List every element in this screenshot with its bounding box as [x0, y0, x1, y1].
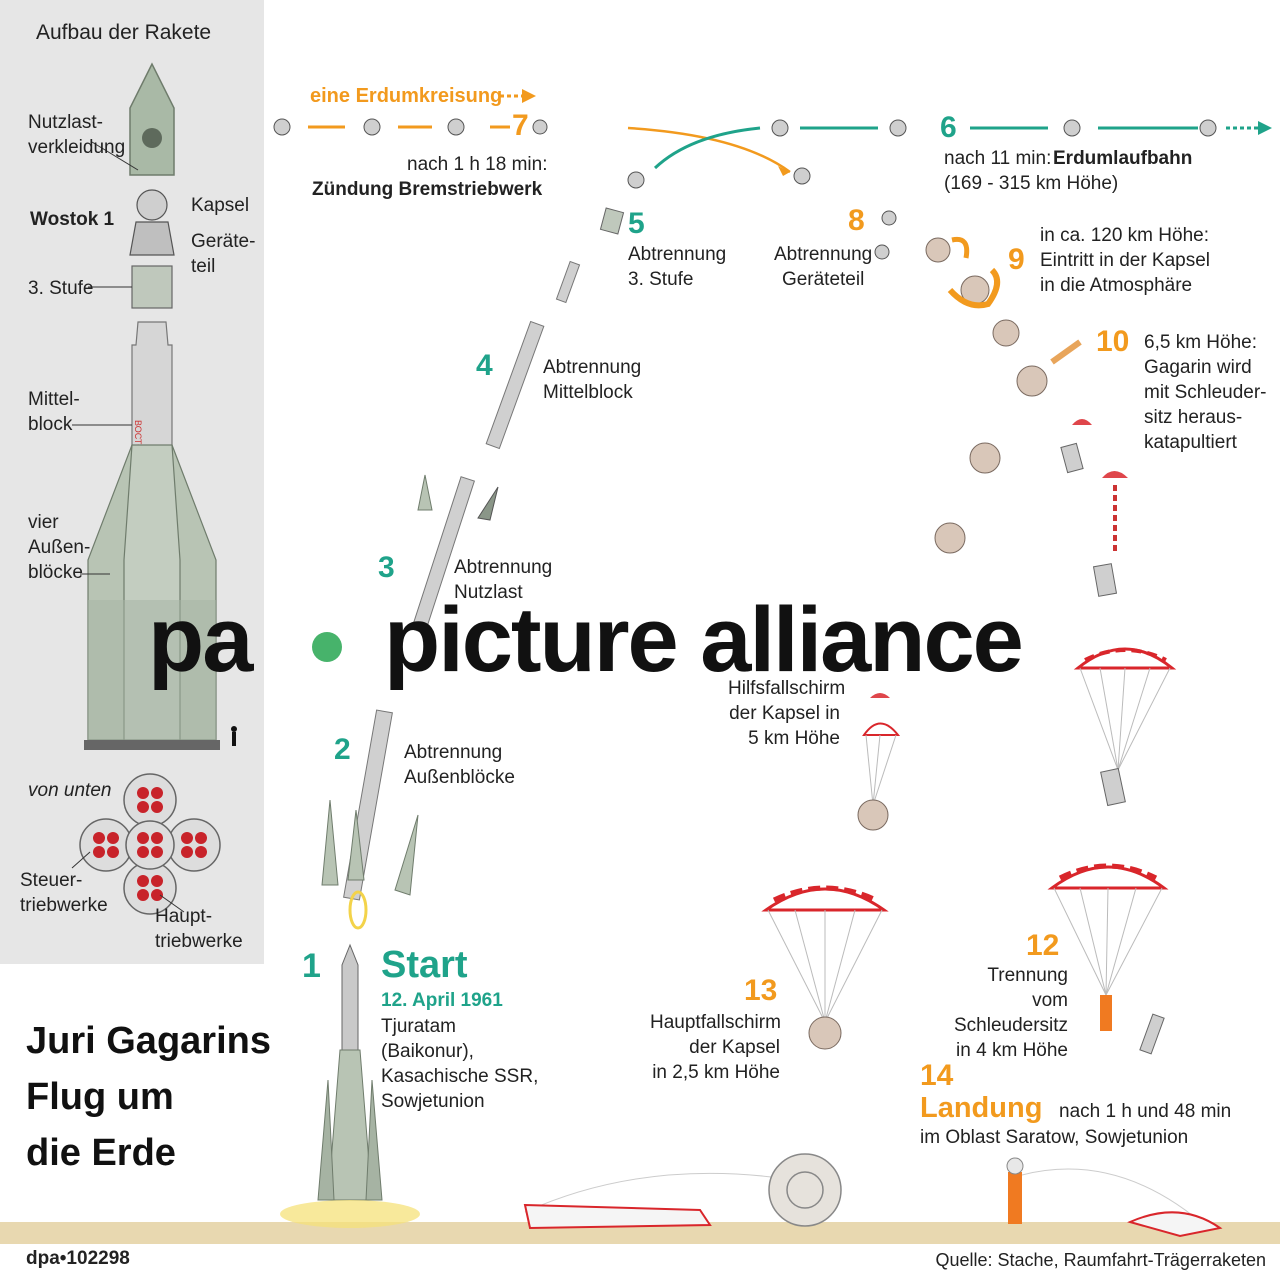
main-chute-capsule [761, 885, 889, 1050]
footer-source: Quelle: Stache, Raumfahrt-Trägerraketen [935, 1250, 1267, 1270]
orbit-path-teal [653, 121, 1272, 170]
label-geraeteteil: Geräte- teil [191, 231, 256, 277]
landed-cosmonaut [1006, 1157, 1223, 1238]
ejection-seat-parachutes [1060, 419, 1128, 597]
step-number-9: 9 [1008, 243, 1025, 276]
drogue-chute-capsule [857, 693, 901, 831]
label-von-unten: von unten [28, 780, 112, 801]
rocket-diagram: ВОСТОК [72, 62, 237, 750]
stage2-rockets [321, 709, 419, 930]
label-mittelblock: Mittel- block [28, 389, 80, 435]
label-wostok: Wostok 1 [30, 209, 115, 230]
launch-rocket [280, 943, 420, 1228]
step-6-text-c: (169 - 315 km Höhe) [944, 173, 1119, 194]
step-number-14: 14 [920, 1059, 954, 1092]
step-8-text: Abtrennung Geräteteil [774, 244, 873, 290]
step-14-text-b: im Oblast Saratow, Sowjetunion [920, 1127, 1189, 1148]
step-12-text: Trennung vom Schleudersitz in 4 km Höhe [954, 965, 1069, 1061]
watermark-pa: pa [148, 589, 253, 691]
watermark-dot [312, 632, 342, 662]
step-number-12: 12 [1026, 929, 1060, 962]
step-4-text: Abtrennung Mittelblock [543, 357, 642, 403]
large-seat-parachute [1073, 647, 1177, 807]
start-date: 12. April 1961 [381, 990, 503, 1011]
label-haupttriebwerke: Haupt- triebwerke [155, 906, 243, 952]
label-nutzlastverkleidung: Nutzlast- verkleidung [28, 112, 126, 158]
step-13-text: Hauptfallschirm der Kapsel in 2,5 km Höh… [650, 1012, 781, 1083]
step-7-text-b: Zündung Bremstriebwerk [312, 179, 543, 200]
step-6-text-b: Erdumlaufbahn [1053, 148, 1193, 169]
label-kapsel: Kapsel [191, 195, 250, 216]
step-number-4: 4 [476, 349, 493, 382]
step-number-8: 8 [848, 204, 865, 237]
stage4-rocket [485, 320, 545, 450]
step-6-text-a: nach 11 min: [944, 148, 1052, 169]
step-number-13: 13 [744, 974, 778, 1007]
label-aussenbloecke: vier Außen- blöcke [28, 512, 91, 583]
start-label: Start [381, 944, 468, 986]
rocket-bottom-view [71, 773, 221, 915]
step-number-5: 5 [628, 207, 645, 240]
orbit-path-orange [308, 89, 791, 176]
step-number-2: 2 [334, 733, 351, 766]
drogue-chute-text: Hilfsfallschirm der Kapsel in 5 km Höhe [728, 678, 846, 749]
step-number-7: 7 [512, 109, 529, 142]
label-stufe3: 3. Stufe [28, 278, 94, 299]
label-steuertriebwerke: Steuer- triebwerke [20, 870, 108, 916]
footer-id: dpa•102298 [26, 1248, 130, 1269]
step-number-3: 3 [378, 551, 395, 584]
step-14-text-a: nach 1 h und 48 min [1059, 1101, 1232, 1122]
step-9-text: in ca. 120 km Höhe: Eintritt in der Kaps… [1040, 225, 1211, 296]
step-number-1: 1 [302, 947, 321, 985]
stage3-rocket [410, 474, 499, 634]
vostok-marking: ВОСТОК [133, 420, 143, 457]
watermark-picture-alliance: picture alliance [384, 589, 1024, 691]
step-3-text: Abtrennung Nutzlast [454, 557, 553, 603]
step-10-text: 6,5 km Höhe: Gagarin wird mit Schleuder-… [1144, 332, 1267, 453]
stage5-capsule [555, 207, 625, 304]
cosmonaut-parachute [1047, 863, 1169, 1055]
orbit-label: eine Erdumkreisung [310, 85, 503, 107]
step-number-10: 10 [1096, 325, 1130, 358]
landing-label: Landung [920, 1092, 1043, 1124]
landed-capsule [523, 1153, 842, 1230]
step-5-text: Abtrennung 3. Stufe [628, 244, 727, 290]
reentry-capsules [925, 236, 1082, 554]
orbit-capsules [273, 118, 1217, 260]
ground [0, 1222, 1280, 1244]
person-scale-icon [231, 726, 237, 746]
step-number-6: 6 [940, 111, 957, 144]
step-2-text: Abtrennung Außenblöcke [404, 742, 515, 788]
step-7-text-a: nach 1 h 18 min: [407, 154, 548, 175]
start-place: Tjuratam (Baikonur), Kasachische SSR, So… [381, 1016, 539, 1112]
panel-heading: Aufbau der Rakete [36, 21, 212, 44]
page-title: Juri Gagarins Flug um die Erde [26, 1020, 271, 1174]
